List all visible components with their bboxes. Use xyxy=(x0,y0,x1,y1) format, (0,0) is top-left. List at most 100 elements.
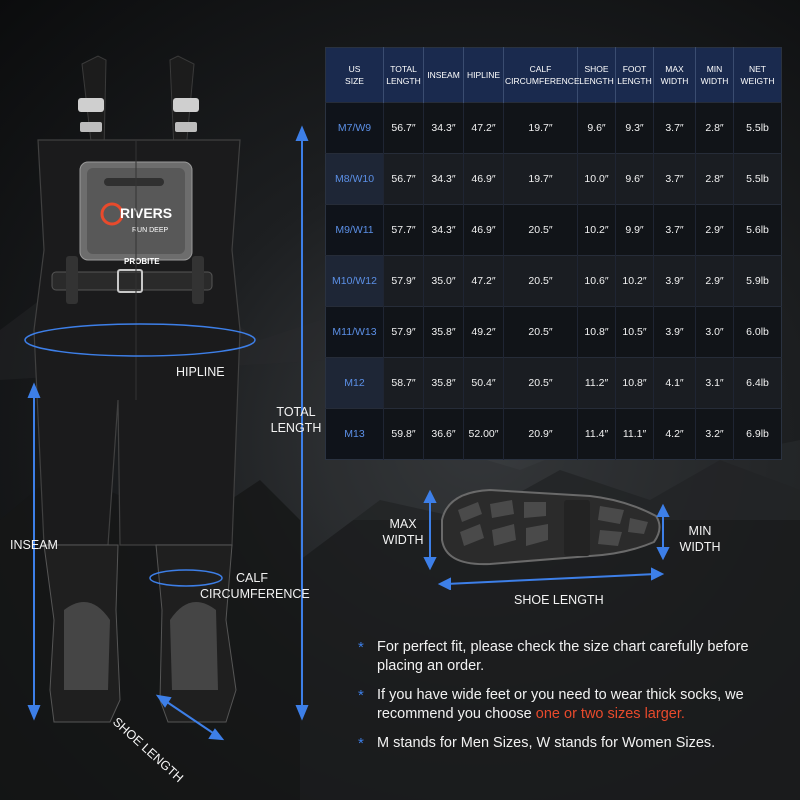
max-width-line1: MAX xyxy=(389,517,417,531)
table-cell: 10.5″ xyxy=(615,306,654,358)
table-cell: 9.6″ xyxy=(615,153,654,205)
table-cell: 34.3″ xyxy=(423,153,464,205)
note-wide-feet-text: If you have wide feet or you need to wea… xyxy=(358,686,788,724)
table-cell: 6.0lb xyxy=(733,306,782,358)
hipline-label: HIPLINE xyxy=(176,365,225,379)
table-cell: 10.2″ xyxy=(615,255,654,307)
table-cell: 2.8″ xyxy=(695,102,734,154)
table-cell: 46.9″ xyxy=(463,153,504,205)
table-cell: 3.9″ xyxy=(653,255,696,307)
table-cell: 3.0″ xyxy=(695,306,734,358)
star-icon: * xyxy=(358,687,364,704)
column-header: INSEAM xyxy=(423,47,464,103)
calf-label-line2: CIRCUMFERENCE xyxy=(200,587,310,601)
size-cell: M13 xyxy=(325,408,384,460)
table-cell: 10.6″ xyxy=(577,255,616,307)
brand-logo: RIVERS RUN DEEP PROBITE xyxy=(100,202,172,266)
table-cell: 5.5lb xyxy=(733,102,782,154)
inseam-label: INSEAM xyxy=(10,538,58,552)
table-cell: 9.6″ xyxy=(577,102,616,154)
table-cell: 57.9″ xyxy=(383,255,424,307)
table-cell: 34.3″ xyxy=(423,102,464,154)
wader-belt xyxy=(51,271,213,291)
column-header-line: SHOE xyxy=(584,64,609,74)
min-width-arrow xyxy=(656,503,670,561)
table-cell: 3.7″ xyxy=(653,204,696,256)
table-cell: 3.7″ xyxy=(653,153,696,205)
svg-text:PROBITE: PROBITE xyxy=(124,257,160,266)
table-cell: 10.8″ xyxy=(577,306,616,358)
total-length-label-line2: LENGTH xyxy=(270,421,322,435)
total-length-label: TOTAL LENGTH xyxy=(266,404,326,436)
size-cell: M11/W13 xyxy=(325,306,384,358)
total-length-label-line1: TOTAL xyxy=(276,405,316,419)
table-cell: 9.9″ xyxy=(615,204,654,256)
note-size-legend-text: M stands for Men Sizes, W stands for Wom… xyxy=(377,735,716,751)
star-icon: * xyxy=(358,735,364,752)
svg-text:RUN DEEP: RUN DEEP xyxy=(132,227,169,234)
wader-illustration: RIVERS RUN DEEP PROBITE xyxy=(24,55,309,741)
min-width-line2: WIDTH xyxy=(679,540,721,554)
table-cell: 3.7″ xyxy=(653,102,696,154)
svg-text:RIVERS: RIVERS xyxy=(120,205,172,221)
note-wide-feet-highlight: one or two sizes larger. xyxy=(535,706,685,722)
table-cell: 3.2″ xyxy=(695,408,734,460)
table-cell: 47.2″ xyxy=(463,255,504,307)
shoe-length-arrow xyxy=(437,567,665,590)
table-cell: 35.0″ xyxy=(423,255,464,307)
table-cell: 2.9″ xyxy=(695,255,734,307)
table-cell: 58.7″ xyxy=(383,357,424,409)
min-width-label: MIN WIDTH xyxy=(676,523,724,555)
column-header-line: LENGTH xyxy=(386,76,421,86)
calf-label-line1: CALF xyxy=(236,571,268,585)
table-cell: 5.5lb xyxy=(733,153,782,205)
column-header-line: US xyxy=(348,64,361,74)
table-cell: 20.5″ xyxy=(503,204,578,256)
size-cell: M8/W10 xyxy=(325,153,384,205)
table-cell: 34.3″ xyxy=(423,204,464,256)
table-cell: 56.7″ xyxy=(383,153,424,205)
size-cell: M9/W11 xyxy=(325,204,384,256)
column-header-line: INSEAM xyxy=(427,70,460,80)
calf-circumference-label: CALF CIRCUMFERENCE xyxy=(200,570,310,602)
size-cell: M7/W9 xyxy=(325,102,384,154)
table-cell: 20.5″ xyxy=(503,255,578,307)
table-cell: 2.8″ xyxy=(695,153,734,205)
hipline-marker xyxy=(24,323,256,357)
table-cell: 3.9″ xyxy=(653,306,696,358)
table-cell: 20.5″ xyxy=(503,357,578,409)
shoe-length-label: SHOE LENGTH xyxy=(514,593,604,607)
table-cell: 10.8″ xyxy=(615,357,654,409)
table-cell: 5.6lb xyxy=(733,204,782,256)
table-cell: 5.9lb xyxy=(733,255,782,307)
table-cell: 19.7″ xyxy=(503,153,578,205)
column-header: HIPLINE xyxy=(463,47,504,103)
star-icon: * xyxy=(358,639,364,656)
table-cell: 47.2″ xyxy=(463,102,504,154)
table-cell: 35.8″ xyxy=(423,306,464,358)
table-cell: 35.8″ xyxy=(423,357,464,409)
max-width-arrow xyxy=(423,489,437,571)
table-cell: 11.4″ xyxy=(577,408,616,460)
calf-marker xyxy=(149,569,223,587)
min-width-line1: MIN xyxy=(688,524,712,538)
table-cell: 19.7″ xyxy=(503,102,578,154)
note-perfect-fit-text: For perfect fit, please check the size c… xyxy=(377,639,749,674)
total-length-arrow xyxy=(295,125,309,721)
shoe-length-diag-arrow xyxy=(155,694,225,741)
column-header-line: HIPLINE xyxy=(466,70,501,80)
